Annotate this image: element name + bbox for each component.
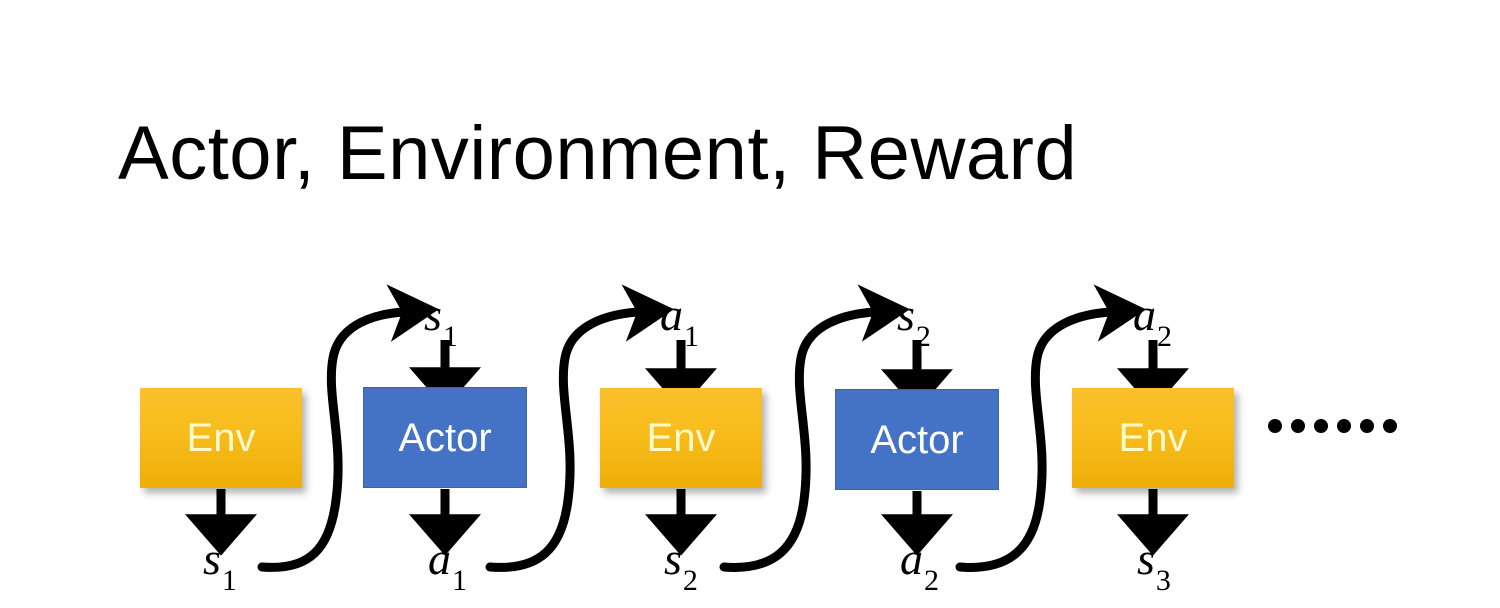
math-base: s: [424, 289, 442, 340]
math-subscript: 2: [682, 564, 698, 598]
math-base: s: [897, 289, 915, 340]
math-base: s: [203, 533, 221, 584]
math-subscript: 2: [924, 564, 939, 598]
bottom-label-bot-a2: a2: [900, 533, 939, 596]
ellipsis-dot: [1383, 419, 1397, 433]
down-arrows-out-of-boxes: [185, 489, 1189, 556]
math-subscript: 2: [1157, 320, 1172, 354]
math-subscript: 1: [452, 564, 467, 598]
node-box-label: Env: [186, 416, 256, 460]
math-base: a: [1133, 289, 1156, 340]
math-base: a: [428, 533, 451, 584]
node-box-env-2: Env: [600, 388, 762, 488]
down-arrows-into-boxes: [409, 340, 1189, 411]
math-base: s: [1137, 533, 1155, 584]
curve-s1: [257, 284, 439, 572]
curve-a1: [485, 284, 674, 572]
feedback-curved-arrows: [257, 284, 1146, 572]
math-base: s: [664, 533, 682, 584]
bottom-label-bot-a1: a1: [428, 533, 467, 596]
bottom-label-bot-s2: s2: [664, 533, 698, 596]
node-box-label: Env: [646, 416, 716, 460]
math-subscript: 1: [221, 564, 237, 598]
bottom-label-bot-s1: s1: [203, 533, 237, 596]
top-label-top-s2: s2: [897, 289, 931, 352]
top-label-top-a2: a2: [1133, 289, 1172, 352]
math-subscript: 2: [915, 320, 931, 354]
math-subscript: 3: [1155, 564, 1171, 598]
ellipsis-dot: [1337, 419, 1351, 433]
ellipsis-dot-group: [1268, 419, 1328, 433]
top-label-top-a1: a1: [660, 289, 699, 352]
curve-a2: [955, 284, 1146, 572]
page-title: Actor, Environment, Reward: [118, 111, 1078, 196]
node-box-label: Actor: [870, 417, 964, 462]
curve-s2: [719, 284, 910, 572]
ellipsis-dot-group: [1337, 419, 1397, 433]
node-box-env-1: Env: [140, 388, 302, 488]
node-box-label: Env: [1118, 416, 1188, 460]
math-base: a: [900, 533, 923, 584]
node-box-actor-1: Actor: [363, 387, 527, 488]
ellipsis-dot: [1314, 419, 1328, 433]
math-subscript: 1: [684, 320, 699, 354]
node-box-actor-2: Actor: [835, 389, 999, 490]
top-label-top-s1: s1: [424, 289, 458, 352]
node-box-env-3: Env: [1072, 388, 1234, 488]
bottom-label-bot-s3: s3: [1137, 533, 1171, 596]
ellipsis-indicator: [1268, 419, 1397, 433]
ellipsis-dot: [1291, 419, 1305, 433]
ellipsis-dot: [1360, 419, 1374, 433]
math-subscript: 1: [442, 320, 458, 354]
ellipsis-dot: [1268, 419, 1282, 433]
math-base: a: [660, 289, 683, 340]
node-box-label: Actor: [398, 415, 492, 460]
